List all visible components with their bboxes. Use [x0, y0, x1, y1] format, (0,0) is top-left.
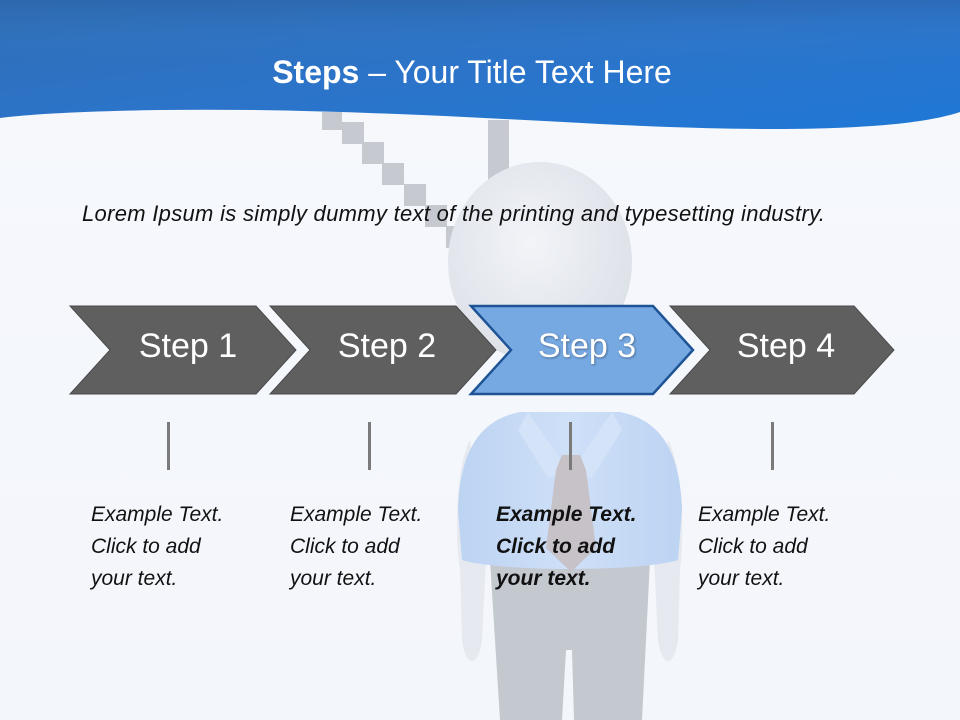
step-2-chevron[interactable]: [268, 305, 497, 395]
step-4-connector: [771, 422, 774, 470]
title-rest: – Your Title Text Here: [359, 54, 672, 90]
step-1-chevron[interactable]: [68, 305, 297, 395]
step-2-description[interactable]: Example Text. Click to add your text.: [290, 503, 423, 590]
step-2-label[interactable]: Step 2: [337, 327, 437, 365]
step-3-label[interactable]: Step 3: [537, 327, 637, 365]
step-4-label[interactable]: Step 4: [736, 327, 836, 365]
title-bold: Steps: [272, 54, 360, 90]
step-4-description[interactable]: Example Text. Click to add your text.: [698, 503, 831, 590]
step-3-description[interactable]: Example Text. Click to add your text.: [496, 503, 637, 590]
step-2-connector: [368, 422, 371, 470]
step-1-connector: [167, 422, 170, 470]
intro-paragraph[interactable]: Lorem Ipsum is simply dummy text of the …: [82, 201, 826, 226]
step-4-chevron[interactable]: [668, 305, 895, 395]
step-3-connector: [569, 422, 572, 470]
step-1-description[interactable]: Example Text. Click to add your text.: [91, 503, 224, 590]
slide-title: Steps – Your Title Text Here: [0, 54, 944, 91]
step-1-label[interactable]: Step 1: [138, 327, 238, 365]
header-banner: [0, 0, 960, 129]
step-3-chevron[interactable]: [468, 304, 695, 396]
